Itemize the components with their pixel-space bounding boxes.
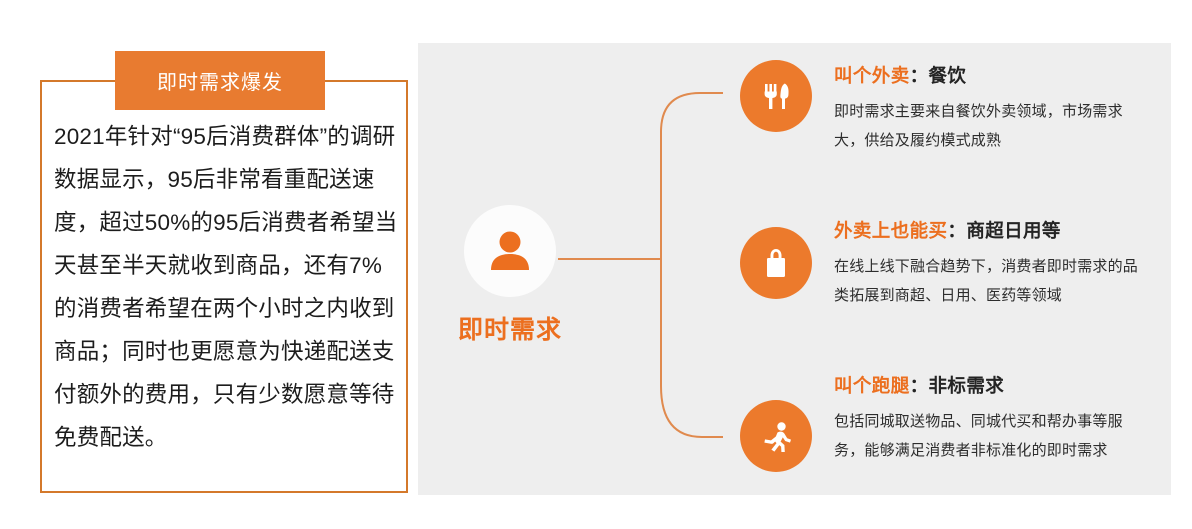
branch-title-separator: ： bbox=[909, 375, 929, 396]
branch-title: 叫个跑腿：非标需求 bbox=[834, 372, 1146, 398]
shopping-bag-icon bbox=[740, 227, 812, 299]
branch-title-rest: 非标需求 bbox=[928, 375, 1005, 396]
branch-title-separator: ： bbox=[947, 220, 967, 241]
branch-title-separator: ： bbox=[909, 65, 929, 86]
hub-circle bbox=[464, 205, 556, 297]
branch-item-catering: 叫个外卖：餐饮 即时需求主要来自餐饮外卖领域，市场需求大，供给及履约模式成熟 bbox=[740, 60, 1146, 155]
left-panel-body-text: 2021年针对“95后消费群体”的调研数据显示，95后非常看重配送速度，超过50… bbox=[54, 124, 398, 450]
left-info-box bbox=[40, 80, 408, 493]
branch-description: 在线上线下融合趋势下，消费者即时需求的品类拓展到商超、日用、医药等领域 bbox=[834, 258, 1139, 304]
branch-title-highlight: 外卖上也能买 bbox=[834, 220, 948, 241]
running-person-icon bbox=[740, 400, 812, 472]
branch-title-rest: 餐饮 bbox=[928, 65, 967, 86]
person-icon bbox=[491, 231, 529, 270]
branch-item-retail: 外卖上也能买：商超日用等 在线上线下融合趋势下，消费者即时需求的品类拓展到商超、… bbox=[740, 215, 1146, 310]
fork-knife-icon bbox=[740, 60, 812, 132]
branch-description: 包括同城取送物品、同城代买和帮办事等服务，能够满足消费者非标准化的即时需求 bbox=[834, 413, 1123, 459]
left-panel-banner-label: 即时需求爆发 bbox=[157, 72, 283, 94]
branch-title-highlight: 叫个外卖 bbox=[834, 65, 910, 86]
branch-title: 叫个外卖：餐饮 bbox=[834, 62, 1146, 88]
branch-title-highlight: 叫个跑腿 bbox=[834, 375, 910, 396]
hub-node: 即时需求 bbox=[455, 205, 565, 346]
branch-item-errand: 叫个跑腿：非标需求 包括同城取送物品、同城代买和帮办事等服务，能够满足消费者非标… bbox=[740, 370, 1146, 472]
branch-description: 即时需求主要来自餐饮外卖领域，市场需求大，供给及履约模式成熟 bbox=[834, 103, 1123, 149]
branch-text: 外卖上也能买：商超日用等 在线上线下融合趋势下，消费者即时需求的品类拓展到商超、… bbox=[834, 215, 1146, 310]
branch-text: 叫个跑腿：非标需求 包括同城取送物品、同城代买和帮办事等服务，能够满足消费者非标… bbox=[834, 370, 1146, 465]
branch-text: 叫个外卖：餐饮 即时需求主要来自餐饮外卖领域，市场需求大，供给及履约模式成熟 bbox=[834, 60, 1146, 155]
branch-title: 外卖上也能买：商超日用等 bbox=[834, 217, 1146, 243]
left-panel-banner: 即时需求爆发 bbox=[115, 51, 325, 110]
hub-label: 即时需求 bbox=[457, 316, 562, 344]
branch-title-rest: 商超日用等 bbox=[966, 220, 1061, 241]
